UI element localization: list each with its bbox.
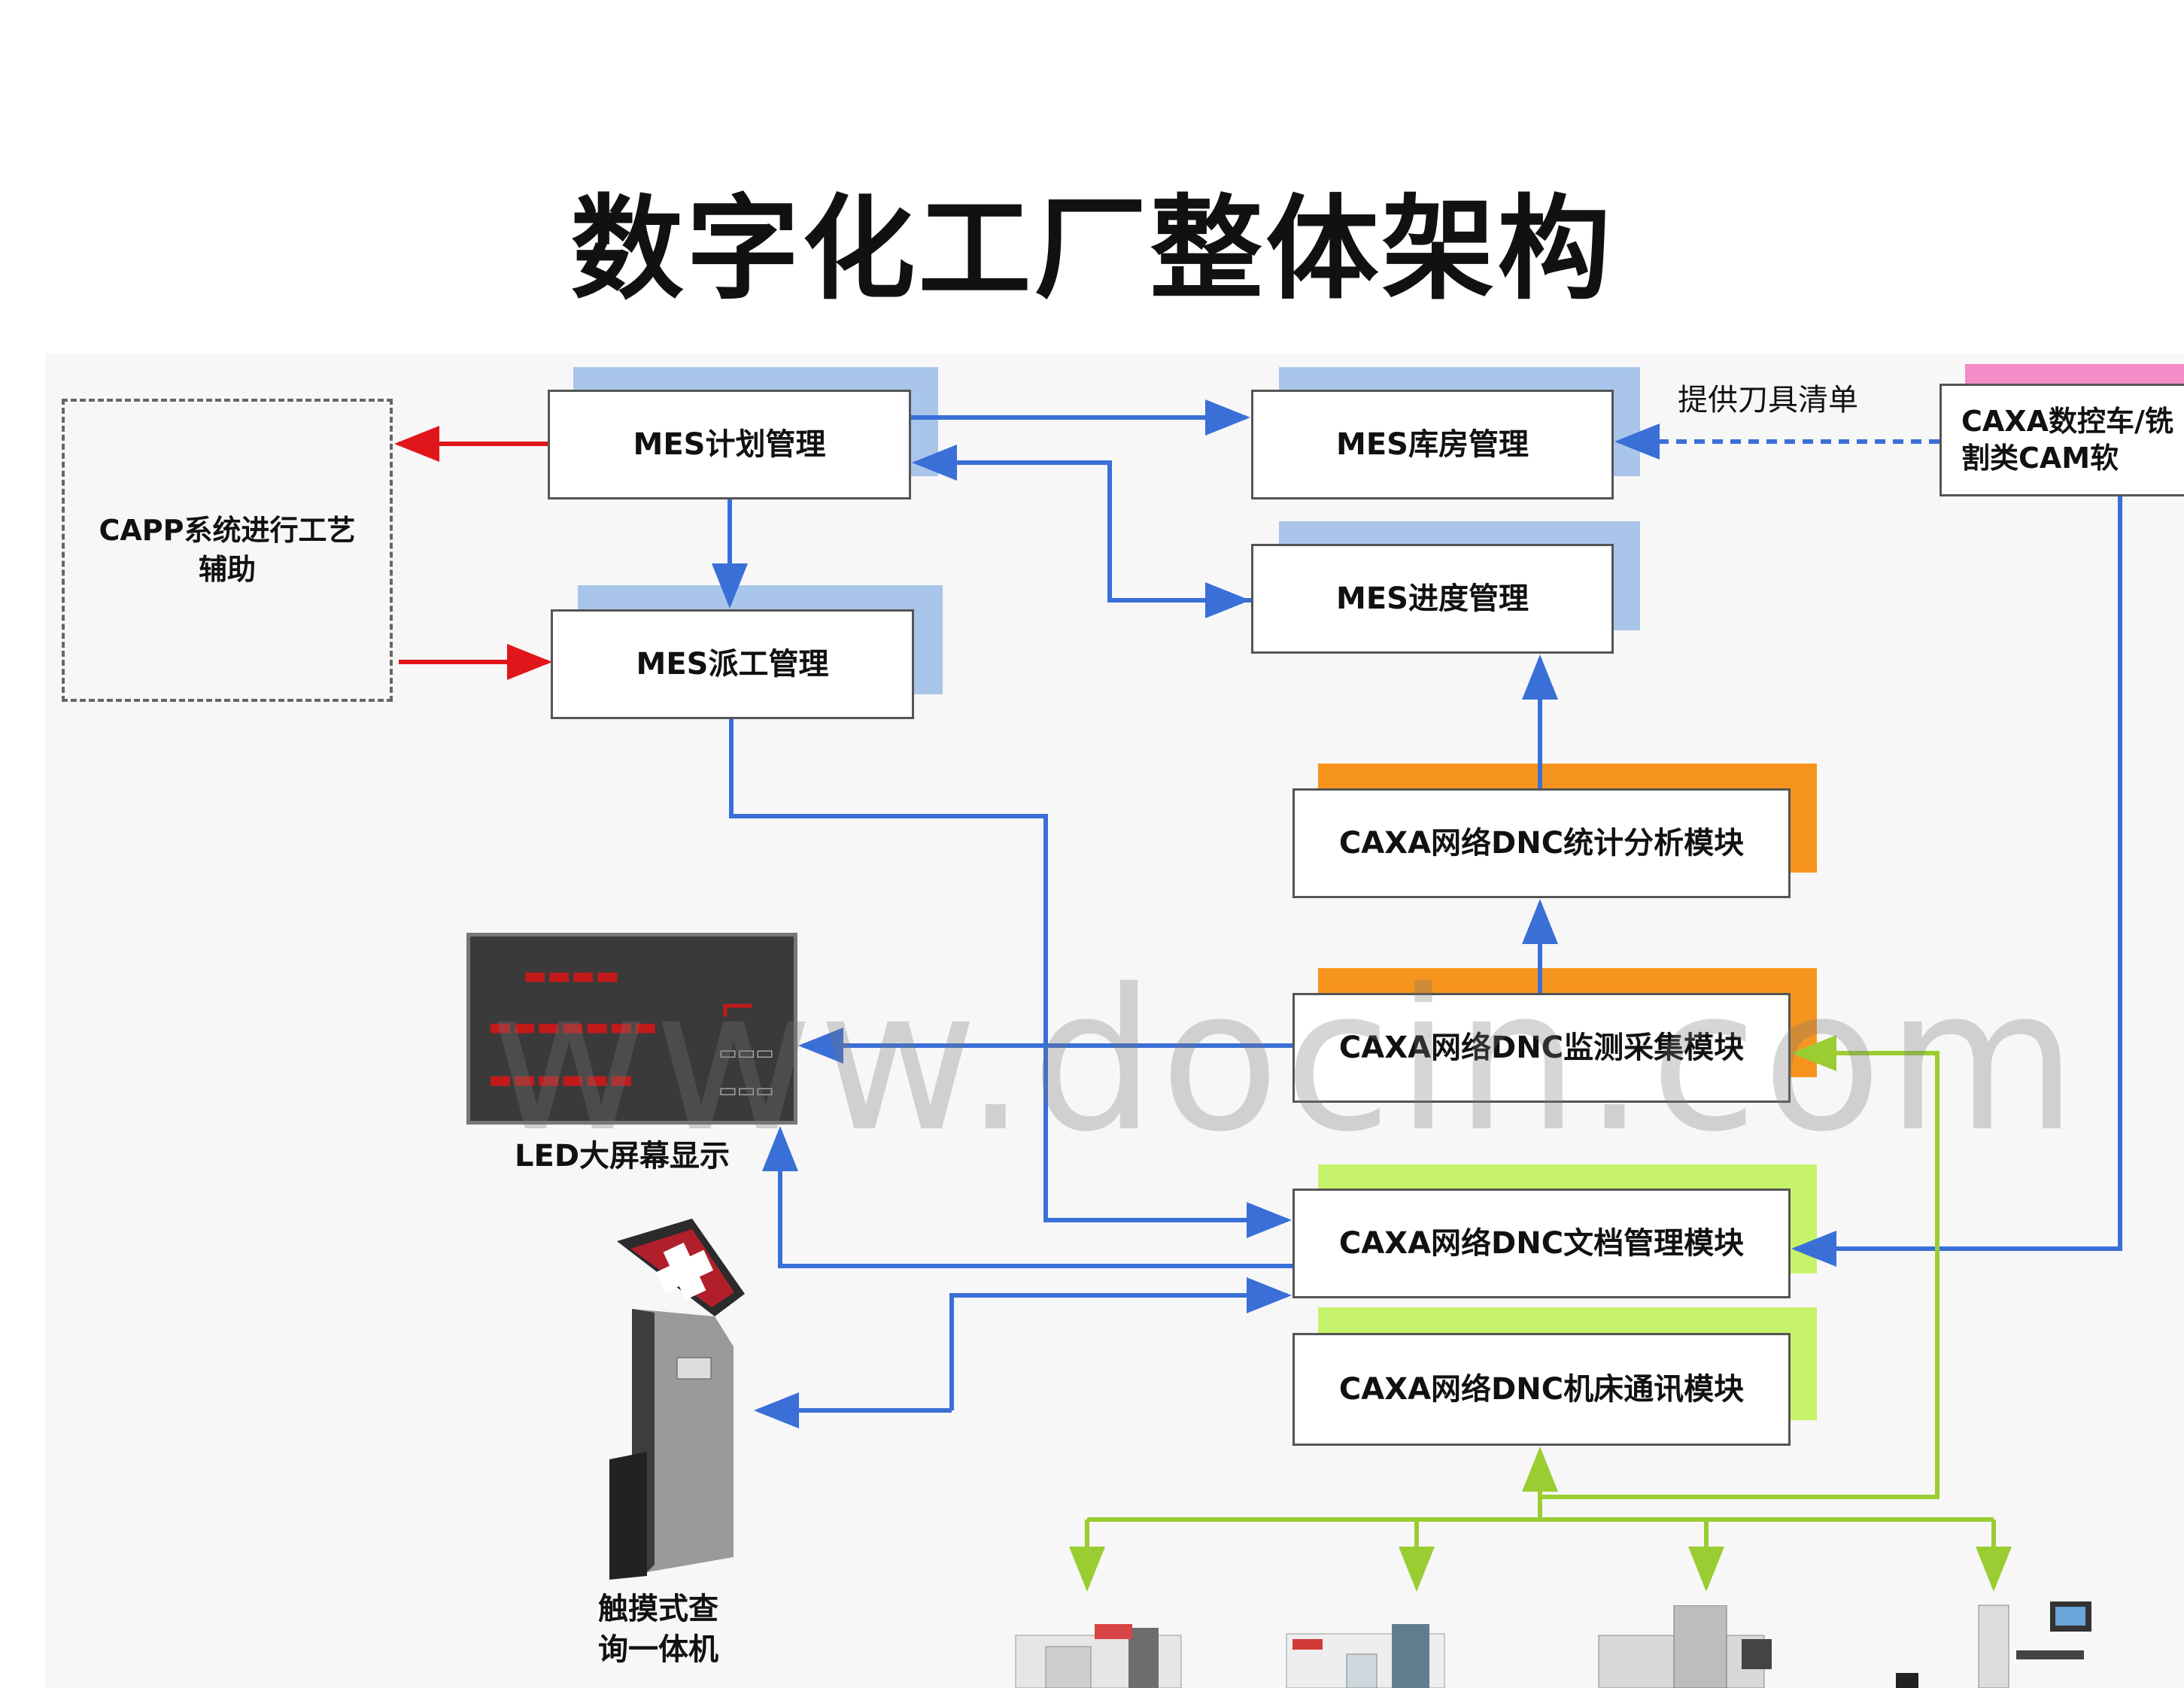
arrow-dispatch-to-docs (729, 719, 1292, 1238)
led-side-text: ▭▭▭ (718, 1079, 774, 1102)
led-line: ▬▬▬▬▬▬ (488, 1064, 633, 1094)
led-clock-icon: ⌐ (718, 982, 757, 1034)
cnc-machine-image (1286, 1624, 1445, 1688)
dnc-monitor-node: CAXA网络DNC监测采集模块 (1292, 993, 1791, 1103)
led-label: LED大屏幕显示 (515, 1139, 731, 1173)
led-line: ▬▬▬▬▬▬▬ (488, 1012, 658, 1042)
arrow-docs-to-led (762, 1126, 1292, 1268)
kiosk-label: 触摸式查 询一体机 (598, 1592, 718, 1667)
mes-plan-node: MES计划管理 (548, 390, 911, 499)
led-line: ▬▬▬▬ (523, 961, 620, 991)
watermark: www.docin.com (489, 948, 2082, 1175)
mes-dispatch-node: MES派工管理 (551, 609, 914, 719)
page-title: 数字化工厂整体架构 (570, 183, 1614, 315)
cnc-machine-image (1598, 1605, 1772, 1688)
dnc-stats-node: CAXA网络DNC统计分析模块 (1292, 788, 1791, 898)
dnc-docs-node: CAXA网络DNC文档管理模块 (1292, 1189, 1791, 1298)
led-screen-image: ▬▬▬▬ ▬▬▬▬▬▬▬ ▬▬▬▬▬▬ ⌐ ▭▭▭ ▭▭▭ (466, 933, 797, 1125)
cnc-machine-image (1896, 1601, 2091, 1688)
mes-warehouse-node: MES库房管理 (1251, 390, 1614, 499)
tool-list-label: 提供刀具清单 (1678, 383, 1858, 417)
arrow-cam-to-docs (1791, 496, 2122, 1267)
cnc-machine-image (1015, 1624, 1182, 1688)
caxa-cam-node: CAXA数控车/铣 割类CAM软 (1939, 384, 2184, 496)
diagram-canvas (45, 354, 2184, 1688)
arrow-kiosk-to-docs (949, 1277, 1292, 1410)
touch-kiosk-image (609, 1219, 745, 1580)
led-side-text: ▭▭▭ (718, 1042, 774, 1064)
mes-progress-node: MES进度管理 (1251, 544, 1614, 654)
capp-node: CAPP系统进行工艺 辅助 (62, 399, 393, 702)
arrow-bus-to-monitor (1540, 1035, 1939, 1499)
dnc-comm-node: CAXA网络DNC机床通讯模块 (1292, 1333, 1791, 1446)
arrow-progress-to-plan (912, 445, 1251, 603)
